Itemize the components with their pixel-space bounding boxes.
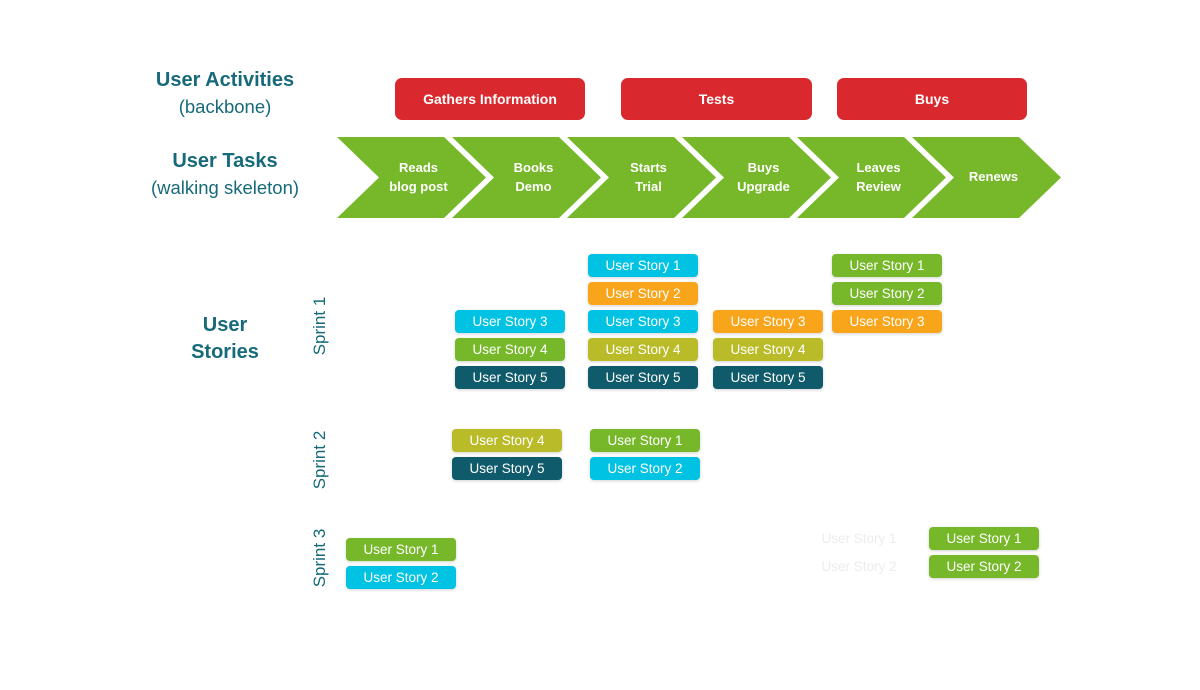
user-activities-title: User Activities <box>155 69 295 91</box>
sprint-1-label: Sprint 1 <box>310 296 329 356</box>
story-card: User Story 2 <box>590 457 700 480</box>
story-card: User Story 2 <box>832 282 942 305</box>
activity-tests: Tests <box>621 78 812 120</box>
user-activities-label: User Activities (backbone) <box>95 67 355 120</box>
story-card: User Story 2 <box>346 566 456 589</box>
story-card: User Story 5 <box>588 366 698 389</box>
story-card: User Story 1 <box>832 254 942 277</box>
story-card: User Story 2 <box>929 555 1039 578</box>
story-card: User Story 4 <box>455 338 565 361</box>
story-card: User Story 1 <box>929 527 1039 550</box>
story-card-faded: User Story 1 <box>821 531 897 546</box>
story-card: User Story 5 <box>713 366 823 389</box>
activity-buys: Buys <box>837 78 1027 120</box>
story-card: User Story 3 <box>832 310 942 333</box>
story-card: User Story 4 <box>588 338 698 361</box>
user-tasks-label: User Tasks (walking skeleton) <box>95 148 355 201</box>
story-card: User Story 1 <box>590 429 700 452</box>
sprint-2-label: Sprint 2 <box>310 430 329 490</box>
user-stories-label: User Stories <box>95 312 355 366</box>
story-card: User Story 3 <box>455 310 565 333</box>
activity-gathers-information: Gathers Information <box>395 78 585 120</box>
user-stories-title-line2: Stories <box>191 341 259 363</box>
user-tasks-title: User Tasks <box>172 150 278 172</box>
story-card-faded: User Story 2 <box>821 559 897 574</box>
story-card: User Story 3 <box>588 310 698 333</box>
story-card: User Story 5 <box>455 366 565 389</box>
story-card: User Story 2 <box>588 282 698 305</box>
story-card: User Story 1 <box>346 538 456 561</box>
task-arrow-reads-blog-post: Reads blog post <box>337 137 486 218</box>
story-card: User Story 3 <box>713 310 823 333</box>
user-stories-title-line1: User <box>202 314 248 336</box>
user-activities-subtitle: (backbone) <box>178 96 272 117</box>
story-card: User Story 1 <box>588 254 698 277</box>
story-card: User Story 4 <box>713 338 823 361</box>
sprint-3-label: Sprint 3 <box>310 528 329 588</box>
story-card: User Story 5 <box>452 457 562 480</box>
user-tasks-subtitle: (walking skeleton) <box>150 177 300 198</box>
story-card: User Story 4 <box>452 429 562 452</box>
